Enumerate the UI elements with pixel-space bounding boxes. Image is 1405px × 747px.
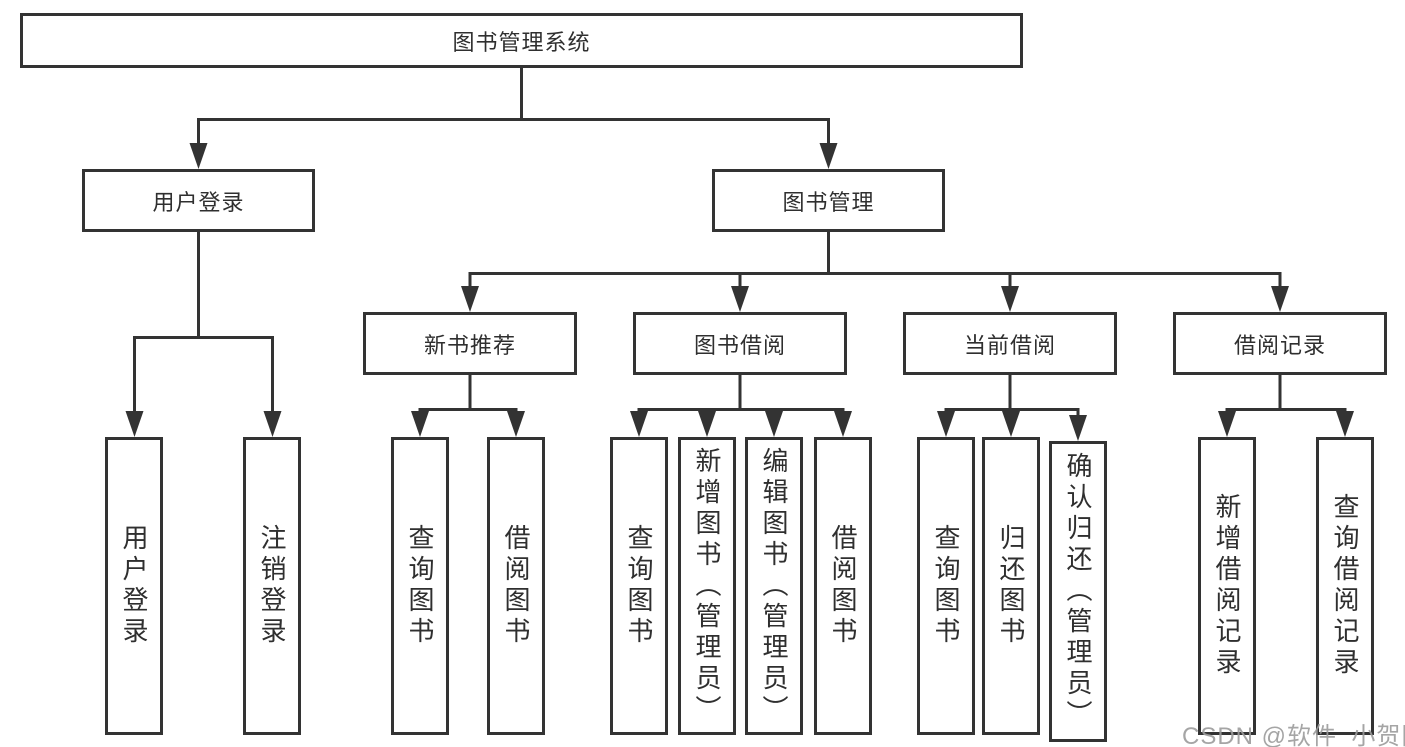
node-new-book-recommend: 新书推荐 [363, 312, 577, 375]
leaf-add-books-admin-label: 新增图书（管理员） [692, 446, 722, 726]
leaf-confirm-return-admin: 确认归还（管理员） [1049, 441, 1107, 742]
node-current-borrowing: 当前借阅 [903, 312, 1117, 375]
leaf-borrow-books-label: 借阅图书 [828, 524, 858, 648]
leaf-confirm-return-admin-label: 确认归还（管理员） [1063, 452, 1093, 731]
leaf-borrow-books-recommend: 借阅图书 [487, 437, 545, 735]
leaf-query-borrow-record: 查询借阅记录 [1316, 437, 1374, 735]
leaf-edit-books-admin: 编辑图书（管理员） [745, 437, 803, 735]
node-book-management-group: 图书管理 [712, 169, 945, 232]
leaf-query-books-recommend-label: 查询图书 [405, 524, 435, 648]
leaf-return-books: 归还图书 [982, 437, 1040, 735]
leaf-edit-books-admin-label: 编辑图书（管理员） [759, 446, 789, 726]
leaf-borrow-books: 借阅图书 [814, 437, 872, 735]
leaf-add-books-admin: 新增图书（管理员） [678, 437, 736, 735]
arrow-down-icons [125, 143, 1354, 441]
leaf-logout-login-label: 注销登录 [257, 524, 287, 648]
csdn-watermark: CSDN @软件_小贺同学 [1182, 723, 1405, 747]
leaf-add-borrow-record-label: 新增借阅记录 [1212, 493, 1242, 679]
leaf-logout-login: 注销登录 [243, 437, 301, 735]
node-user-login-group: 用户登录 [82, 169, 315, 232]
leaf-user-login-label: 用户登录 [119, 524, 149, 648]
leaf-user-login: 用户登录 [105, 437, 163, 735]
leaf-return-books-label: 归还图书 [996, 524, 1026, 648]
leaf-query-books-recommend: 查询图书 [391, 437, 449, 735]
leaf-query-books-current-label: 查询图书 [931, 524, 961, 648]
leaf-borrow-books-recommend-label: 借阅图书 [501, 524, 531, 648]
node-root-library-system: 图书管理系统 [20, 13, 1023, 68]
node-book-borrowing: 图书借阅 [633, 312, 847, 375]
leaf-add-borrow-record: 新增借阅记录 [1198, 437, 1256, 735]
leaf-query-books-current: 查询图书 [917, 437, 975, 735]
node-borrowing-records: 借阅记录 [1173, 312, 1387, 375]
leaf-query-books-borrowing-label: 查询图书 [624, 524, 654, 648]
leaf-query-books-borrowing: 查询图书 [610, 437, 668, 735]
leaf-query-borrow-record-label: 查询借阅记录 [1330, 493, 1360, 679]
